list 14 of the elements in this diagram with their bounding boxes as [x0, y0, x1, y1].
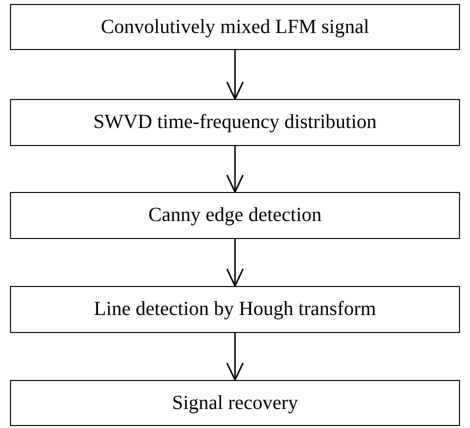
box-label: Line detection by Hough transform [94, 298, 376, 321]
process-box [10, 4, 460, 50]
box-label: Canny edge detection [148, 204, 322, 227]
box-label: Convolutively mixed LFM signal [100, 16, 370, 38]
process-box [10, 99, 460, 146]
arrow [226, 50, 244, 100]
arrow [226, 239, 244, 287]
arrow [226, 333, 244, 381]
process-box [10, 380, 460, 426]
process-box [10, 192, 460, 239]
process-box [10, 286, 460, 333]
box-label: SWVD time-frequency distribution [93, 111, 377, 134]
arrow [226, 146, 244, 193]
box-label: Signal recovery [172, 392, 298, 414]
